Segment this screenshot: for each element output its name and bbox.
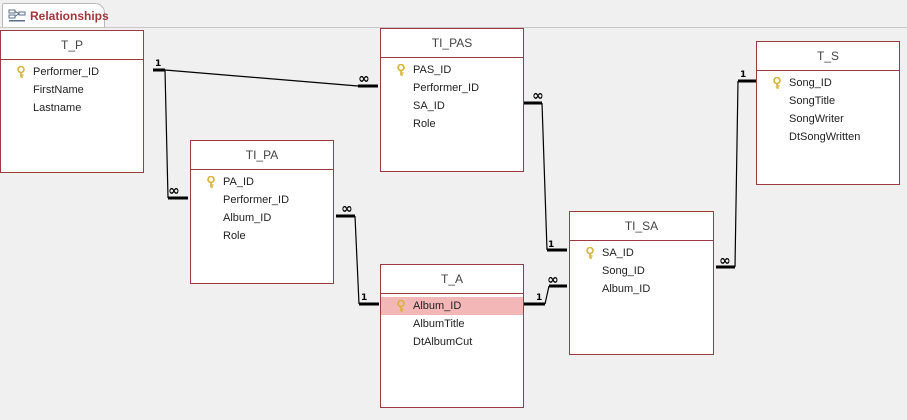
relationships-tab[interactable]: Relationships [2,3,109,28]
field-row[interactable]: Performer_ID [381,79,523,97]
field-row-selected[interactable]: Album_ID [381,297,523,315]
field-name: Performer_ID [33,66,100,78]
table-title[interactable]: T_P [1,31,143,60]
field-row[interactable]: Performer_ID [191,191,333,209]
primary-key-icon [206,175,216,188]
field-name: Role [413,118,436,130]
field-row[interactable]: Performer_ID [1,63,143,81]
field-row[interactable]: SA_ID [570,244,713,262]
table-t-a[interactable]: T_A Album_ID AlbumTitle DtAlbumCut [380,264,524,408]
primary-key-icon [396,63,406,76]
field-name: SongTitle [789,95,836,107]
primary-key-icon [16,65,26,78]
field-name: SA_ID [602,247,634,259]
table-title[interactable]: TI_PAS [381,29,523,58]
field-row[interactable]: SongTitle [757,92,899,110]
field-name: Performer_ID [413,82,480,94]
field-name: SA_ID [413,100,445,112]
table-t-s[interactable]: T_S Song_ID SongTitle SongWriter DtSongW… [756,41,900,185]
field-name: Song_ID [602,265,645,277]
field-row[interactable]: PA_ID [191,173,333,191]
table-ti-pas[interactable]: TI_PAS PAS_ID Performer_ID SA_ID Role [380,28,524,172]
field-row[interactable]: SongWriter [757,110,899,128]
document-tab-bar: Relationships [0,0,907,28]
field-name: FirstName [33,84,84,96]
field-row[interactable]: Song_ID [757,74,899,92]
field-name: PAS_ID [413,64,452,76]
table-ti-pa[interactable]: TI_PA PA_ID Performer_ID Album_ID Role [190,140,334,284]
field-row[interactable]: PAS_ID [381,61,523,79]
field-name: DtSongWritten [789,131,861,143]
field-name: Lastname [33,102,82,114]
primary-key-icon [585,246,595,259]
field-name: AlbumTitle [413,318,465,330]
field-row[interactable]: Role [381,115,523,133]
field-row[interactable]: Role [191,227,333,245]
primary-key-icon [396,299,406,312]
table-title[interactable]: TI_SA [570,212,713,241]
field-name: Role [223,230,246,242]
table-title[interactable]: TI_PA [191,141,333,170]
field-row[interactable]: Song_ID [570,262,713,280]
table-title[interactable]: T_A [381,265,523,294]
field-name: Album_ID [602,283,651,295]
tab-label: Relationships [30,9,109,23]
field-row[interactable]: DtAlbumCut [381,333,523,351]
field-name: Performer_ID [223,194,290,206]
table-title[interactable]: T_S [757,42,899,71]
field-row[interactable]: Lastname [1,99,143,117]
field-row[interactable]: AlbumTitle [381,315,523,333]
field-row[interactable]: FirstName [1,81,143,99]
field-name: Album_ID [223,212,272,224]
field-name: Song_ID [789,77,832,89]
primary-key-icon [772,76,782,89]
relationships-icon [8,9,26,28]
field-row[interactable]: DtSongWritten [757,128,899,146]
table-t-p[interactable]: T_P Performer_ID FirstName Lastname [0,30,144,173]
field-row[interactable]: Album_ID [191,209,333,227]
field-row[interactable]: Album_ID [570,280,713,298]
field-name: SongWriter [789,113,844,125]
field-row[interactable]: SA_ID [381,97,523,115]
field-name: PA_ID [223,176,254,188]
field-name: DtAlbumCut [413,336,473,348]
table-ti-sa[interactable]: TI_SA SA_ID Song_ID Album_ID [569,211,714,355]
field-name: Album_ID [413,300,462,312]
